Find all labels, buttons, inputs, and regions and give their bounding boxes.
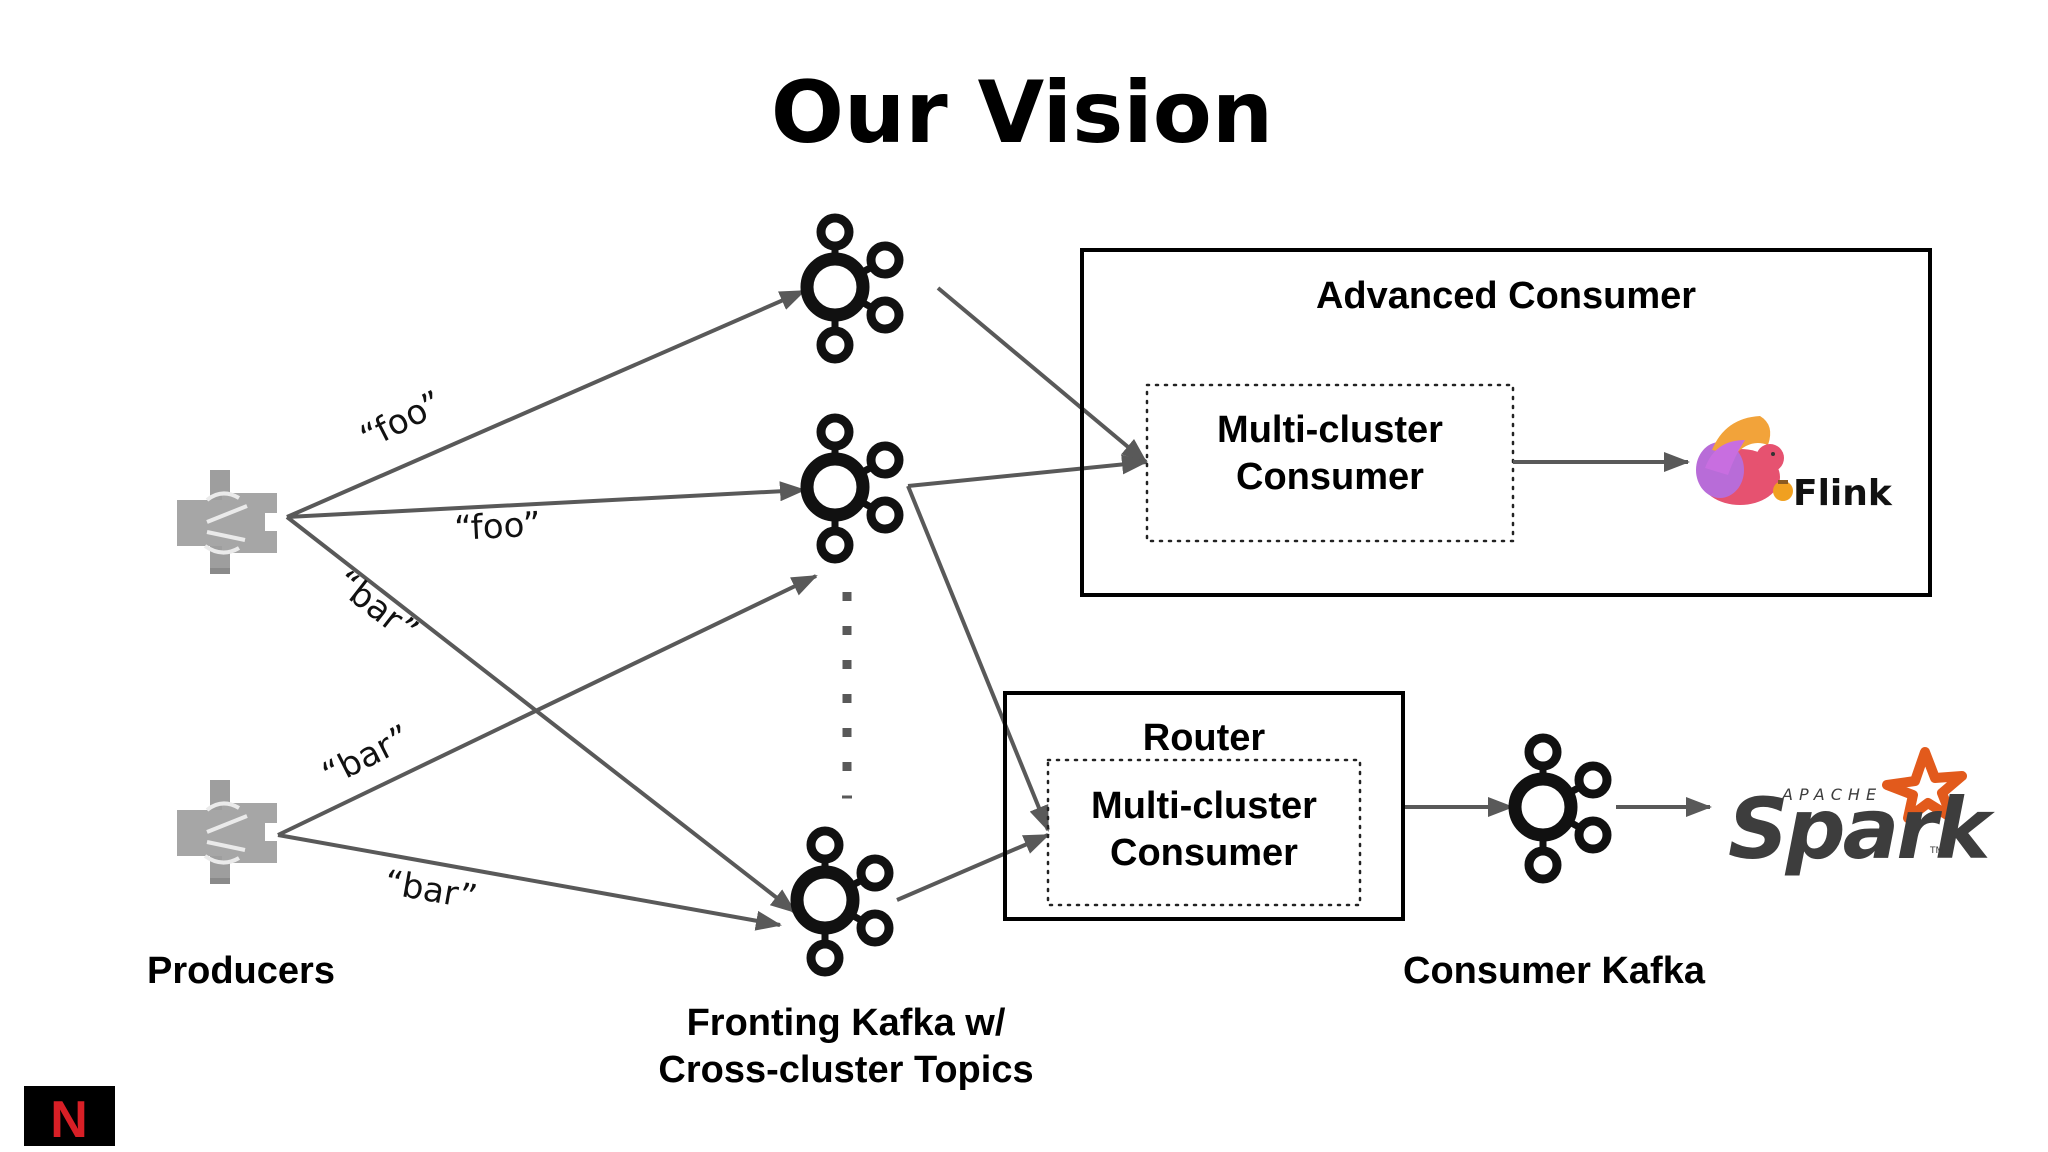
edge-k2-router xyxy=(906,485,1050,832)
flink-squirrel-icon xyxy=(1696,416,1793,505)
router-multicluster-consumer-box xyxy=(1046,758,1362,907)
edge-kn-router xyxy=(896,833,1050,902)
topic-label-bar-3: “bar” xyxy=(381,862,480,918)
spark-logo: APACHE Spark TM xyxy=(1728,747,1999,878)
topic-label-bar-1: “bar” xyxy=(327,563,425,652)
advanced-inner-line2: Consumer xyxy=(1236,456,1424,498)
edge-p2-kn xyxy=(277,833,782,931)
topic-label-foo-2: “foo” xyxy=(453,505,541,549)
slide-title: Our Vision xyxy=(771,63,1273,163)
edge-k1-advanced xyxy=(936,286,1148,464)
spark-apache-text: APACHE xyxy=(1781,785,1882,804)
router-inner-line2: Consumer xyxy=(1110,832,1298,874)
topic-label-foo-1: “foo” xyxy=(354,383,449,458)
producer-2-icon xyxy=(175,778,281,886)
producer-1-icon xyxy=(175,468,281,576)
consumer-kafka-icon xyxy=(1515,738,1607,879)
advanced-inner-line1: Multi-cluster xyxy=(1217,409,1443,451)
spark-name-text: Spark xyxy=(1728,780,1996,878)
netflix-logo: N xyxy=(24,1086,115,1149)
netflix-n-glyph: N xyxy=(50,1091,88,1149)
advanced-consumer-title: Advanced Consumer xyxy=(1316,275,1696,317)
fronting-kafka-label-line1: Fronting Kafka w/ xyxy=(687,1002,1006,1044)
consumer-kafka-label: Consumer Kafka xyxy=(1403,950,1706,992)
edge-k2-advanced xyxy=(907,454,1148,488)
edge-p1-k1 xyxy=(286,289,806,519)
edge-p1-k2 xyxy=(286,481,806,519)
spark-star-icon xyxy=(1882,747,1967,823)
fronting-kafka-1-icon xyxy=(807,218,899,359)
spark-tm-text: TM xyxy=(1929,846,1943,856)
router-inner-line1: Multi-cluster xyxy=(1091,785,1317,827)
fronting-kafka-2-icon xyxy=(807,418,899,559)
advanced-consumer-box xyxy=(1080,248,1932,597)
fronting-kafka-n-icon xyxy=(797,831,889,972)
edge-p2-k2 xyxy=(277,574,818,837)
fronting-kafka-label-line2: Cross-cluster Topics xyxy=(658,1049,1033,1091)
topic-label-bar-2: “bar” xyxy=(316,717,417,795)
router-box xyxy=(1003,691,1405,921)
flink-label: Flink xyxy=(1793,473,1893,514)
producers-label: Producers xyxy=(147,950,335,992)
router-title: Router xyxy=(1143,717,1266,759)
edge-p1-kn xyxy=(285,515,797,914)
